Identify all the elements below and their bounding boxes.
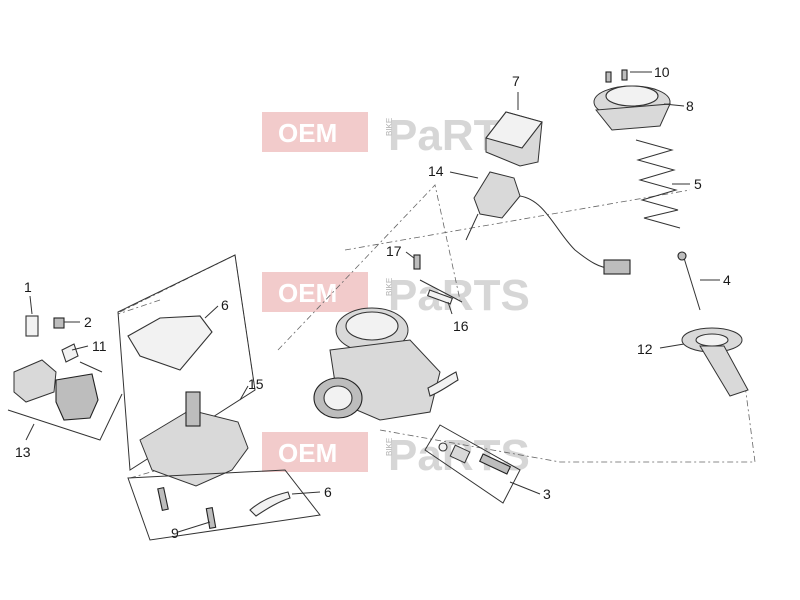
- svg-text:BIKE: BIKE: [385, 278, 394, 296]
- valve-housing: [55, 373, 99, 421]
- watermark-bottom: OEM BIKE PaRTS: [262, 431, 530, 480]
- part-group-16-17: [413, 254, 463, 305]
- callout-10: 10: [654, 64, 670, 80]
- part-10-screw-a: [605, 71, 612, 83]
- svg-text:BIKE: BIKE: [385, 438, 394, 456]
- callout-13: 13: [15, 444, 31, 460]
- part-1-screw: [25, 315, 39, 337]
- callout-2: 2: [84, 314, 92, 330]
- part-5-spring: [635, 139, 681, 229]
- svg-text:OEM: OEM: [278, 278, 337, 308]
- callout-14: 14: [428, 163, 444, 179]
- part-3-screw: [478, 453, 512, 475]
- part-group-3: [424, 424, 521, 504]
- svg-text:OEM: OEM: [278, 438, 337, 468]
- callout-12: 12: [637, 341, 653, 357]
- choke-connector: [603, 259, 631, 275]
- part-2-plug: [53, 317, 65, 329]
- part-group-15: [117, 254, 256, 487]
- callout-6-bottom: 6: [324, 484, 332, 500]
- watermark-middle: OEM BIKE PaRTS: [262, 271, 530, 320]
- part-14-choke: [465, 171, 631, 275]
- part-10-screw-b: [621, 69, 628, 81]
- callout-7: 7: [512, 73, 520, 89]
- part-group-13: [7, 315, 123, 441]
- callout-3: 3: [543, 486, 551, 502]
- callout-5: 5: [694, 176, 702, 192]
- callout-15: 15: [248, 376, 264, 392]
- part-6-gasket: [127, 315, 213, 371]
- part-17-screw: [413, 254, 421, 270]
- part-4-needle: [677, 251, 701, 311]
- carburetor-body: [313, 307, 459, 421]
- air-cutoff-valve-block: [13, 359, 57, 403]
- callout-4: 4: [723, 272, 731, 288]
- part-11-jet: [61, 343, 79, 363]
- callout-6-top: 6: [221, 297, 229, 313]
- callout-8: 8: [686, 98, 694, 114]
- svg-text:BIKE: BIKE: [385, 118, 394, 136]
- callout-leaders: [25, 71, 720, 533]
- part-9-screw-b: [205, 506, 217, 530]
- callout-17: 17: [386, 243, 402, 259]
- float-valve: [185, 391, 201, 427]
- svg-text:OEM: OEM: [278, 118, 337, 148]
- callouts: 1 2 3 4 5 6 6 7 8 9 10 11 12 13 14 15 16…: [15, 64, 731, 541]
- part-7-cover: [485, 111, 543, 167]
- callout-16: 16: [453, 318, 469, 334]
- part-9-screw-a: [157, 486, 169, 512]
- part-6-hose: [249, 491, 291, 517]
- callout-11: 11: [92, 338, 107, 354]
- callout-1: 1: [24, 279, 32, 295]
- part-12-slide: [681, 327, 749, 397]
- part-8-cap: [593, 69, 671, 131]
- part-16-pin: [426, 289, 454, 305]
- callout-9: 9: [171, 525, 179, 541]
- part-group-9: [127, 469, 321, 541]
